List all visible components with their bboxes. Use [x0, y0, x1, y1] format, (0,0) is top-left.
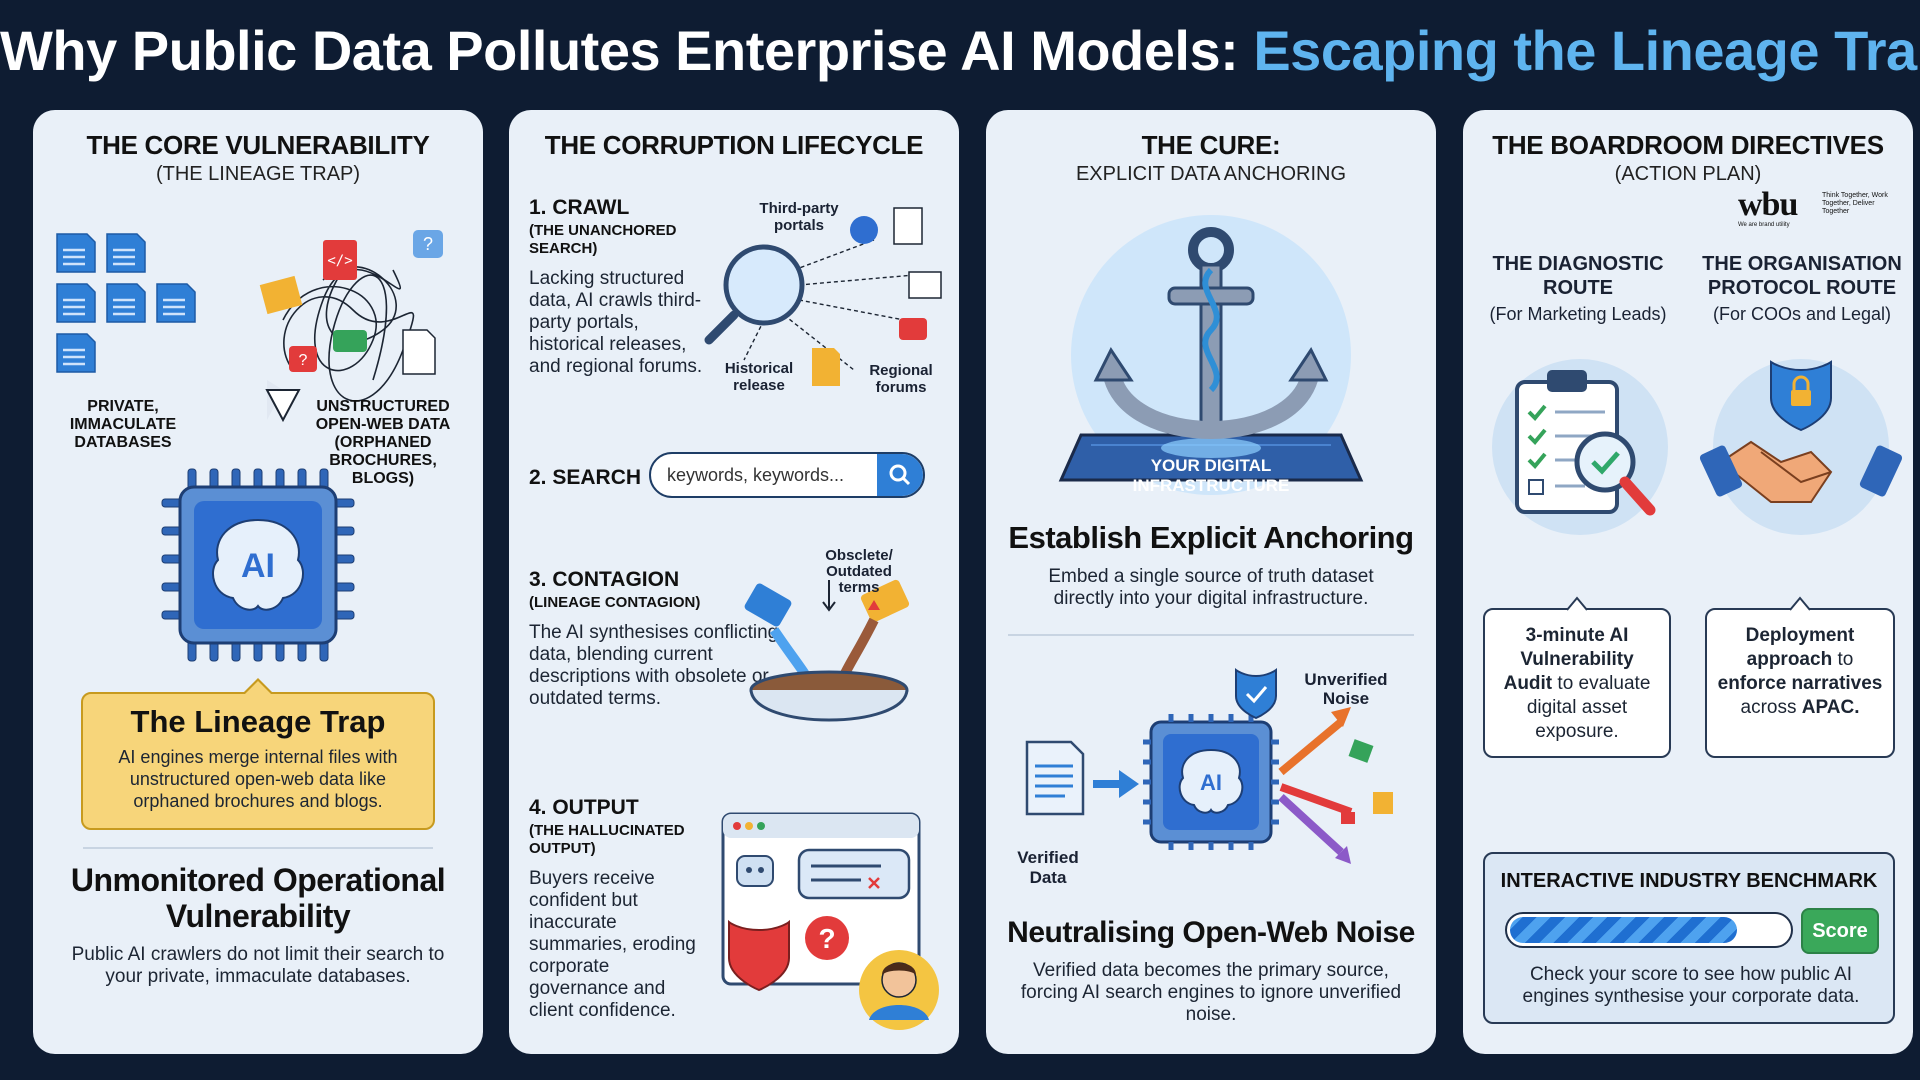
mixing-bowl-icon [744, 579, 910, 722]
search-bar[interactable]: keywords, keywords... [649, 452, 925, 498]
clipboard-audit-icon [1492, 359, 1668, 535]
benchmark-progress-fill [1510, 917, 1737, 943]
heading-anchoring: Establish Explicit Anchoring [1008, 520, 1414, 555]
body-anchoring: Embed a single source of truth dataset d… [1048, 566, 1374, 609]
lineage-trap-callout: The Lineage Trap AI engines merge intern… [81, 678, 435, 830]
step1-body: Lacking structured data, AI crawls third… [529, 268, 703, 377]
ai-chip-icon: AI [161, 468, 355, 662]
score-button[interactable]: Score [1801, 908, 1879, 954]
card2-bold3: APAC. [1801, 697, 1860, 718]
logo-tagline: Think Together, Work Together, Deliver T… [1822, 192, 1888, 215]
panel-title: THE CURE: [1141, 130, 1281, 160]
card2-bold2: enforce narratives [1717, 673, 1883, 694]
body-unmonitored: Public AI crawlers do not limit their se… [71, 944, 445, 987]
benchmark-panel: INTERACTIVE INDUSTRY BENCHMARK Score Che… [1483, 852, 1895, 1024]
label-verified-data: Verified Data [1017, 848, 1079, 887]
benchmark-progress-bar [1505, 912, 1793, 948]
panel-title: THE CORRUPTION LIFECYCLE [544, 130, 924, 160]
step4-body: Buyers receive confident but inaccurate … [529, 868, 696, 1021]
database-files-icon [56, 233, 196, 373]
heading-neutralising: Neutralising Open-Web Noise [1007, 916, 1415, 949]
step3-body: The AI synthesises conflicting data, ble… [529, 622, 779, 709]
panel-cure: THE CURE: EXPLICIT DATA ANCHORING YOUR D… [986, 110, 1436, 1054]
logo-sub: We are brand utility [1738, 222, 1790, 228]
panel-title: THE CORE VULNERABILITY [86, 130, 430, 160]
step3-subtitle: (LINEAGE CONTAGION) [529, 594, 701, 611]
step4-subtitle: (THE HALLUCINATED OUTPUT) [529, 822, 685, 857]
route2-title: THE ORGANISATION PROTOCOL ROUTE [1702, 253, 1902, 299]
panel-core-vulnerability: THE CORE VULNERABILITY (THE LINEAGE TRAP… [33, 110, 483, 1054]
panel-subtitle: (ACTION PLAN) [1614, 163, 1762, 185]
panel-title: THE BOARDROOM DIRECTIVES [1492, 130, 1884, 160]
callout-title: The Lineage Trap [130, 704, 386, 739]
card1-bold: 3-minute AI Vulnerability Audit [1503, 625, 1634, 694]
step2-title: 2. SEARCH [529, 466, 642, 489]
card2-mid2: across [1740, 697, 1797, 718]
divider [83, 847, 433, 849]
svg-text:</>: </> [327, 253, 352, 269]
label-regional-forums: Regional forums [869, 362, 933, 396]
label-unverified-noise: Unverified Noise [1304, 670, 1388, 708]
step4-title: 4. OUTPUT [529, 796, 639, 819]
search-input[interactable]: keywords, keywords... [667, 465, 845, 485]
anchor-icon [1058, 215, 1364, 495]
chip-ai-text: AI [241, 547, 275, 585]
tangled-web-data-icon: </> ? ? [259, 230, 443, 423]
panel-corruption-lifecycle: THE CORRUPTION LIFECYCLE 1. CRAWL (THE U… [509, 110, 959, 1054]
svg-text:?: ? [818, 923, 835, 954]
magnifier-crawl-icon [704, 207, 942, 386]
card-diagnostic-audit[interactable]: 3-minute AI Vulnerability Audit to evalu… [1483, 608, 1671, 758]
benchmark-body: Check your score to see how public AI en… [1522, 964, 1860, 1007]
step1-title: 1. CRAWL [529, 196, 630, 219]
route1-title: THE DIAGNOSTIC ROUTE [1492, 253, 1664, 299]
label-third-party-portals: Third-party portals [759, 200, 839, 234]
title-main: Why Public Data Pollutes Enterprise AI M… [0, 19, 1239, 82]
title-accent: Escaping the Lineage Trap [1253, 19, 1920, 82]
handshake-shield-icon [1699, 359, 1903, 535]
step3-title: 3. CONTAGION [529, 568, 680, 591]
label-obsolete-terms: Obsclete/ Outdated terms [825, 547, 893, 596]
search-icon [889, 464, 911, 486]
chip-ai-text: AI [1200, 770, 1222, 795]
platform-label: YOUR DIGITAL INFRASTRUCTURE [1132, 456, 1290, 495]
body-neutralising: Verified data becomes the primary source… [1020, 960, 1402, 1025]
card2-mid: to [1837, 649, 1854, 670]
label-historical-release: Historical release [724, 360, 794, 394]
card-pointer [1566, 596, 1811, 611]
svg-text:?: ? [299, 352, 308, 369]
page-title: Why Public Data Pollutes Enterprise AI M… [0, 18, 1920, 83]
card2-bold1: Deployment approach [1745, 625, 1855, 670]
callout-body: AI engines merge internal files with uns… [118, 747, 398, 811]
panel-subtitle: (THE LINEAGE TRAP) [155, 163, 361, 185]
heading-unmonitored: Unmonitored Operational Vulnerability [70, 862, 446, 934]
route1-subtitle: (For Marketing Leads) [1489, 304, 1667, 324]
step1-subtitle: (THE UNANCHORED SEARCH) [529, 222, 677, 257]
panel-boardroom-directives: THE BOARDROOM DIRECTIVES (ACTION PLAN) w… [1463, 110, 1913, 1054]
label-private-databases: PRIVATE, IMMACULATE DATABASES [69, 398, 177, 451]
svg-text:?: ? [423, 234, 433, 254]
benchmark-title: INTERACTIVE INDUSTRY BENCHMARK [1500, 870, 1878, 892]
panel-subtitle: EXPLICIT DATA ANCHORING [1075, 163, 1347, 185]
search-button[interactable] [877, 454, 923, 496]
divider [1008, 634, 1414, 636]
card1-rest: to evaluate digital asset exposure. [1526, 673, 1651, 742]
logo-text: wbu [1738, 186, 1798, 223]
hallucinated-output-icon: ? [721, 812, 939, 1030]
label-unstructured-data: UNSTRUCTURED OPEN-WEB DATA (ORPHANED BRO… [315, 398, 451, 487]
wbu-logo: wbu Think Together, Work Together, Deliv… [1738, 186, 1888, 230]
noise-filter-icon: AI [1025, 668, 1393, 864]
card-organisation-protocol[interactable]: Deployment approach to enforce narrative… [1705, 608, 1895, 758]
route2-subtitle: (For COOs and Legal) [1712, 304, 1892, 324]
